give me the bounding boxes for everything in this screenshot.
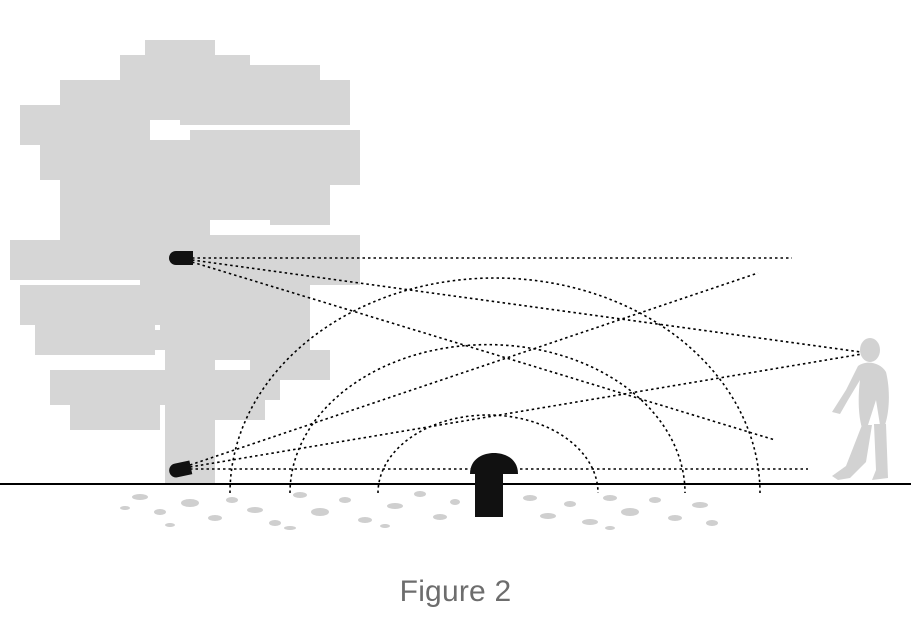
figure-caption: Figure 2 [399, 575, 512, 608]
middle-arc [289, 343, 686, 494]
walking-person-silhouette [832, 338, 889, 480]
beam-lower-up [189, 272, 759, 466]
detection-arcs [229, 277, 761, 494]
light-emitter-lower [169, 460, 193, 478]
inner-arc [377, 414, 599, 494]
ground-post-sensor [470, 453, 518, 517]
light-emitter-upper [169, 251, 193, 265]
tree-silhouette [10, 40, 360, 485]
beam-upper-down [191, 261, 776, 441]
beam-lower-to-person [189, 352, 869, 468]
gravel-specks [120, 491, 718, 530]
beam-upper-to-person [191, 259, 869, 354]
